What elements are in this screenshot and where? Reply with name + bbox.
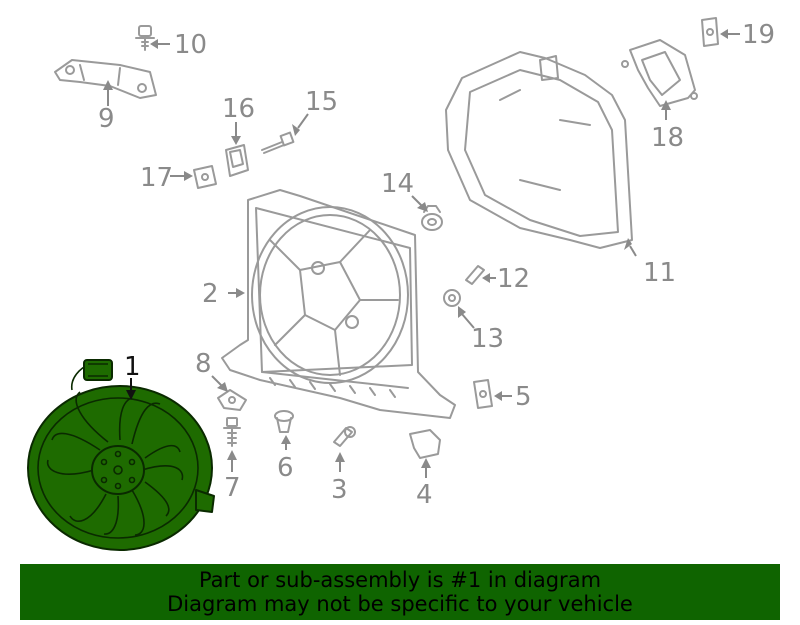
part-13-grommet[interactable] [443,289,461,307]
part-18-cover[interactable] [621,39,698,107]
parts-diagram: 9 10 16 15 17 2 [27,17,775,551]
part-19-clip[interactable] [701,17,719,47]
part-11-upper-shroud[interactable] [445,51,633,249]
callout-6: 6 [277,453,294,483]
callout-3: 3 [331,475,348,505]
part-1-fan-assembly[interactable] [27,359,215,551]
callout-2: 2 [202,279,219,309]
callout-4: 4 [416,480,433,510]
part-2-shroud[interactable] [221,189,456,419]
part-15-bolt[interactable] [261,131,295,154]
callout-13: 13 [471,324,504,354]
banner-line-1: Part or sub-assembly is #1 in diagram [198,568,602,592]
callout-12: 12 [497,264,530,294]
callout-17: 17 [140,163,173,193]
callout-16: 16 [222,94,255,124]
callout-18: 18 [651,123,684,153]
part-7-bolt[interactable] [223,417,241,447]
callout-15: 15 [305,87,338,117]
part-8-clip[interactable] [217,389,247,411]
part-3-sensor[interactable] [333,426,356,447]
callout-8: 8 [195,349,212,379]
callout-5: 5 [515,382,532,412]
callout-14: 14 [381,169,414,199]
callout-11: 11 [643,258,676,288]
banner-line-2: Diagram may not be specific to your vehi… [167,592,633,616]
notice-banner: Part or sub-assembly is #1 in diagram Di… [20,564,780,620]
callout-9: 9 [98,104,115,134]
part-6-grommet[interactable] [274,410,294,433]
part-4-bracket[interactable] [409,429,441,459]
part-17-clip[interactable] [193,165,217,189]
callout-19: 19 [742,20,775,50]
part-9-bracket[interactable] [54,59,157,99]
callout-1: 1 [124,352,141,382]
callout-10: 10 [174,30,207,60]
callout-7: 7 [224,473,241,503]
part-12-pin[interactable] [465,265,485,285]
part-5-clip[interactable] [473,379,493,409]
part-10-bolt[interactable] [135,25,155,51]
part-16-clip[interactable] [225,144,249,177]
